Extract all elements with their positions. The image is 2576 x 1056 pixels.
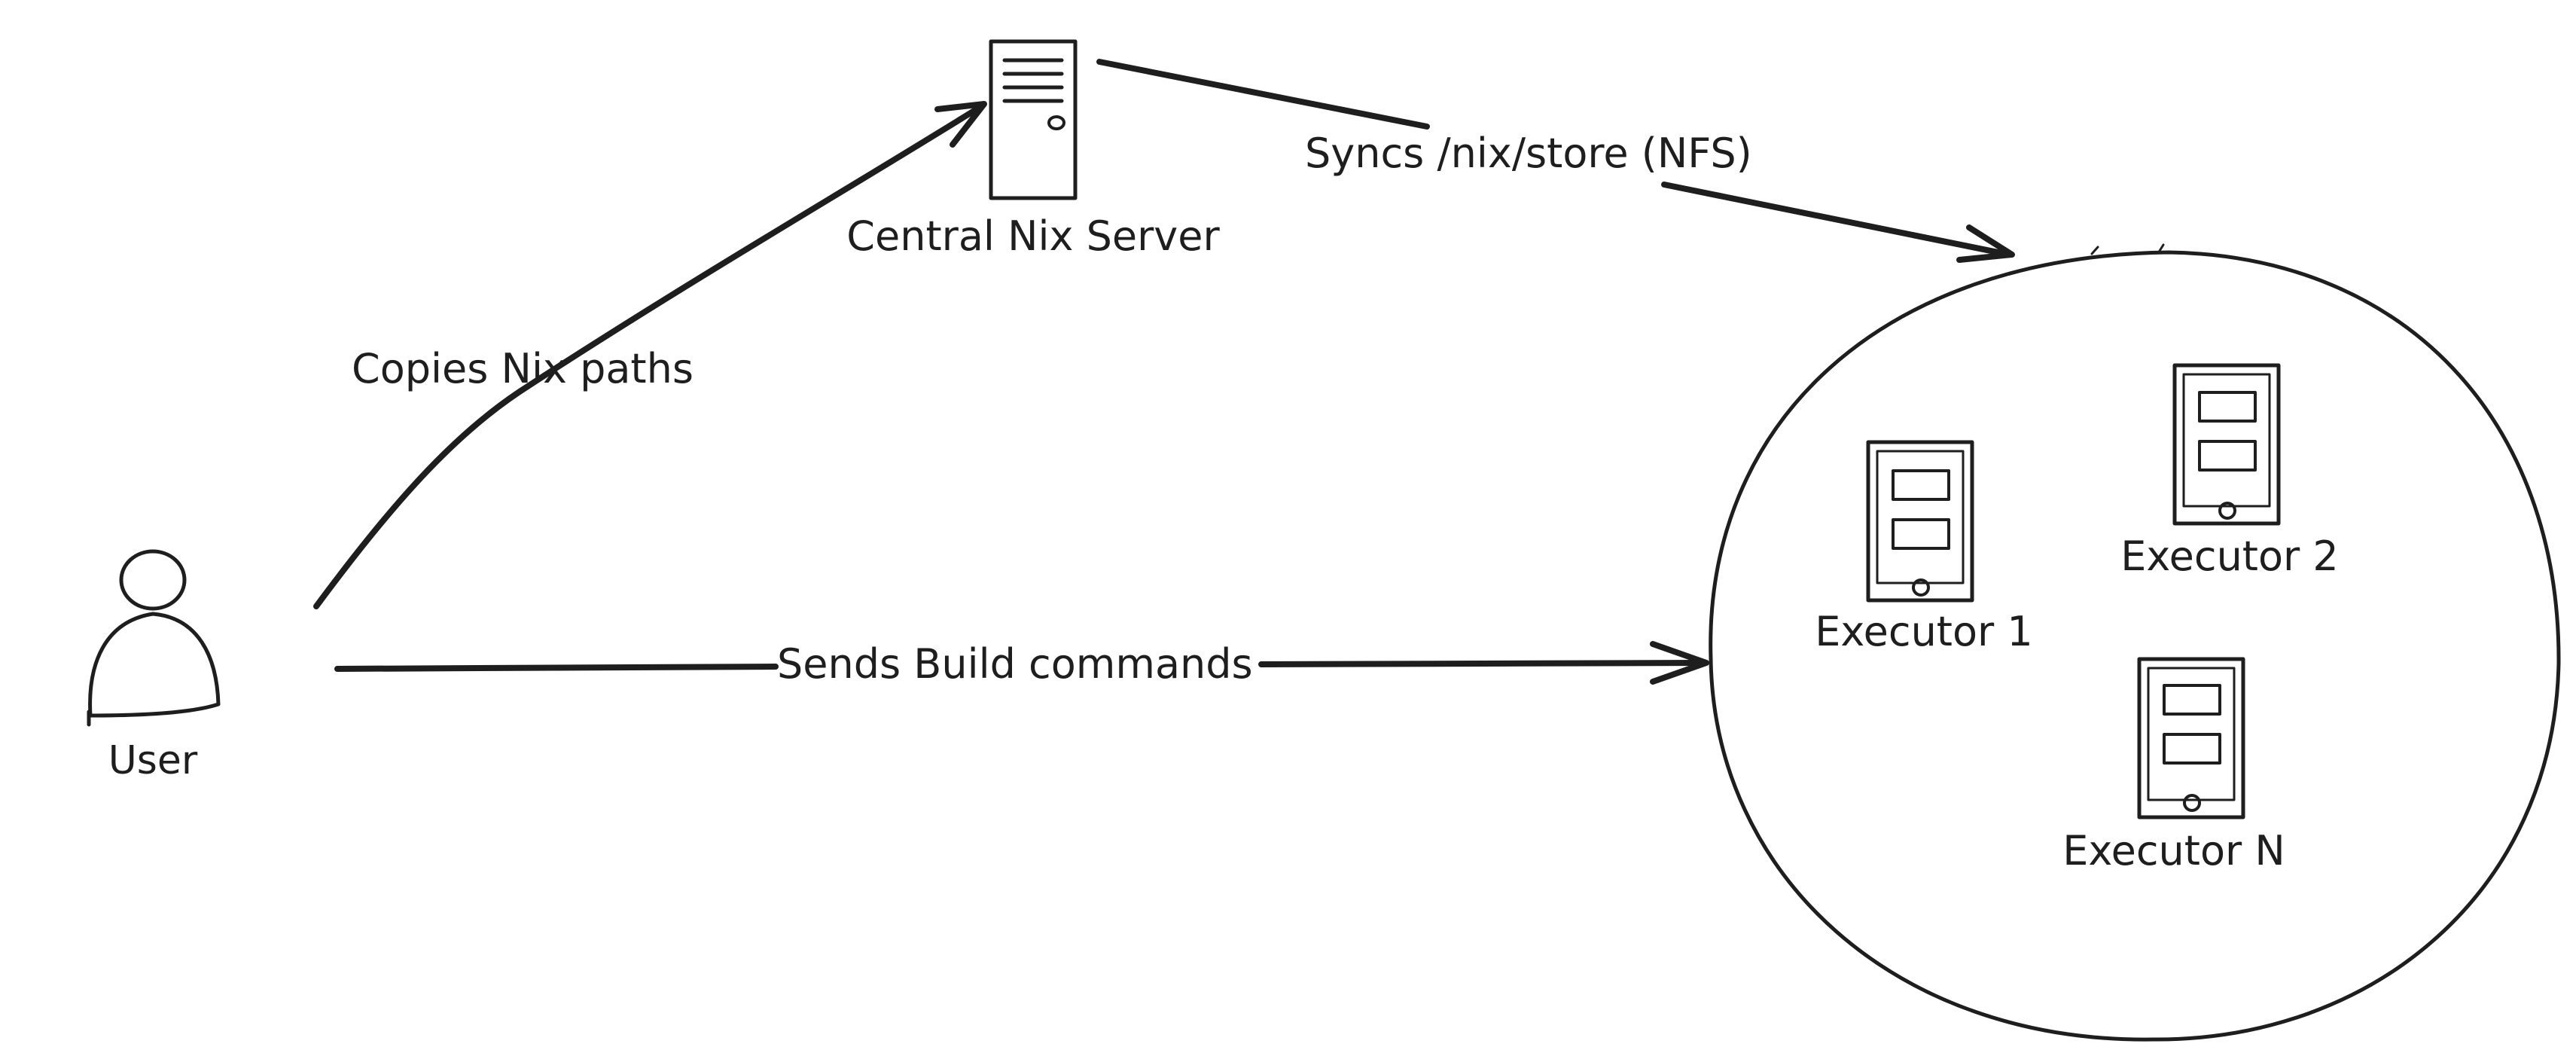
copies-arrow: Copies Nix paths: [313, 101, 987, 609]
executor-n: Executor N: [2062, 657, 2285, 874]
executor-cluster: Executor 1 Executor 2 Executor N: [1709, 243, 2561, 1042]
server-node: Central Nix Server: [846, 39, 1220, 260]
executor-device-icon: [2137, 657, 2245, 819]
server-label: Central Nix Server: [846, 212, 1220, 260]
user-icon: [87, 549, 221, 727]
copies-label: Copies Nix paths: [352, 345, 694, 392]
executor-device-icon: [2172, 363, 2281, 526]
executor-1-label: Executor 1: [1815, 608, 2033, 655]
user-label: User: [108, 738, 198, 783]
executor-2: Executor 2: [2120, 363, 2339, 580]
executor-device-icon: [1866, 440, 1974, 603]
sends-arrow: Sends Build commands: [334, 640, 1709, 688]
cluster-boundary: [1709, 250, 2561, 1042]
syncs-arrow: Syncs /nix/store (NFS): [1096, 59, 2015, 263]
executor-2-label: Executor 2: [2120, 533, 2339, 580]
sends-label: Sends Build commands: [777, 640, 1253, 688]
user-node: User: [87, 549, 221, 783]
server-icon: [989, 39, 1078, 200]
syncs-label: Syncs /nix/store (NFS): [1305, 130, 1752, 177]
executor-1: Executor 1: [1815, 440, 2033, 655]
executor-n-label: Executor N: [2062, 827, 2285, 874]
